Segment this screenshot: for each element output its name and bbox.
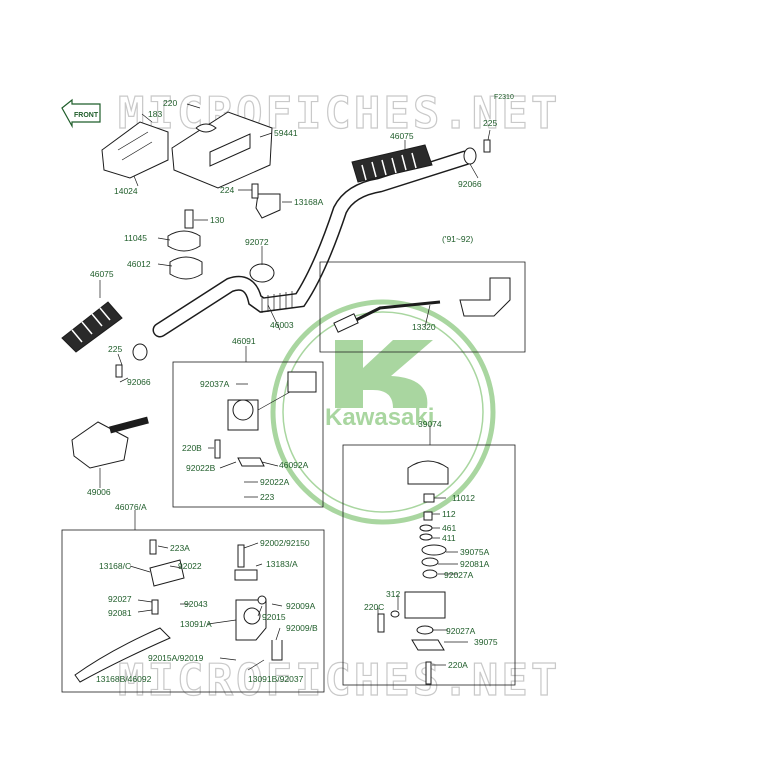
- reservoir-cap-39074: [407, 460, 449, 485]
- label-13183: 13183/A: [266, 559, 298, 569]
- clutch-lever-box: [61, 529, 325, 693]
- label-225-left: 225: [108, 344, 122, 354]
- label-220C: 220C: [364, 602, 384, 612]
- label-46003: 46003: [270, 320, 294, 330]
- watermark-top: MICROFICHES.NET: [118, 88, 560, 139]
- throttle-cable-13320: [333, 277, 511, 333]
- front-arrow-icon: FRONT: [61, 98, 101, 129]
- label-46092A: 46092A: [279, 460, 309, 470]
- label-92081: 92081: [108, 608, 132, 618]
- label-92015A-92019: 92015A/92019: [148, 653, 204, 663]
- label-13168A: 13168A: [294, 197, 324, 207]
- clamp-92072: [249, 263, 275, 283]
- label-92066-left: 92066: [127, 377, 151, 387]
- label-39075A: 39075A: [460, 547, 490, 557]
- label-461: 461: [442, 523, 456, 533]
- clutch-lever: [74, 539, 185, 683]
- holder-46012: [169, 256, 203, 280]
- label-92022: 92022: [178, 561, 202, 571]
- label-46075-left: 46075: [90, 269, 114, 279]
- label-92027: 92027: [108, 594, 132, 604]
- label-411: 411: [442, 533, 456, 543]
- label-92022B: 92022B: [186, 463, 216, 473]
- label-13168B-46092: 13168B/46092: [96, 674, 152, 684]
- handlebar-knurl: [261, 291, 293, 313]
- label-92037A: 92037A: [200, 379, 230, 389]
- label-46012: 46012: [127, 259, 151, 269]
- label-13320: 13320: [412, 322, 436, 332]
- lever-46092A: [237, 457, 265, 467]
- logo-text: Kawasaki: [325, 404, 434, 431]
- holder-bracket: [101, 121, 169, 179]
- label-46076: 46076/A: [115, 502, 147, 512]
- label-92072: 92072: [245, 237, 269, 247]
- figure-code: F2310: [494, 94, 514, 101]
- end-cap-left: [132, 343, 148, 361]
- label-112: 112: [442, 509, 456, 519]
- label-14024: 14024: [114, 186, 138, 196]
- label-223: 223: [260, 492, 274, 502]
- label-13091: 13091/A: [180, 619, 212, 629]
- lever-guard-49006: [71, 416, 149, 469]
- brake-lever-box: [342, 444, 516, 686]
- bolt-225-right: [483, 139, 491, 153]
- label-39074: 39074: [418, 419, 442, 429]
- kawasaki-logo: Kawasaki: [270, 299, 496, 525]
- label-92022A: 92022A: [260, 477, 290, 487]
- label-46091: 46091: [232, 336, 256, 346]
- label-312: 312: [386, 589, 400, 599]
- label-92081A: 92081A: [460, 559, 490, 569]
- label-220A: 220A: [448, 660, 468, 670]
- label-11012: 11012: [452, 493, 475, 503]
- lever-13168A: [255, 193, 281, 219]
- label-92009B: 92009/B: [286, 623, 318, 633]
- part-labels: 220 183 59441 14024 224 13168A 130 11045…: [87, 98, 498, 684]
- screw-220B: [214, 439, 221, 459]
- label-year-note: ('91~92): [442, 234, 473, 244]
- label-220: 220: [163, 98, 177, 108]
- bolt-224: [251, 183, 259, 199]
- bolt-225-left: [115, 364, 123, 378]
- label-92015: 92015: [262, 612, 286, 622]
- label-49006: 49006: [87, 487, 111, 497]
- holder-11045: [167, 230, 201, 252]
- label-92002-92150: 92002/92150: [260, 538, 310, 548]
- clutch-holder: [234, 544, 283, 661]
- bolt-130: [184, 209, 194, 229]
- grip-left: [61, 301, 123, 353]
- label-224: 224: [220, 185, 234, 195]
- label-225-right: 225: [483, 118, 497, 128]
- cable-box: [319, 261, 526, 353]
- master-cylinder-parts: [377, 493, 447, 685]
- label-92066-right: 92066: [458, 179, 482, 189]
- leader-lines: [99, 103, 491, 671]
- label-13168C: 13168/C: [99, 561, 131, 571]
- label-92009A: 92009A: [286, 601, 316, 611]
- grip-right: [351, 144, 433, 183]
- label-220B: 220B: [182, 443, 202, 453]
- holder-cover: [171, 111, 273, 189]
- front-arrow-label: FRONT: [74, 112, 99, 119]
- label-59441: 59441: [274, 128, 298, 138]
- label-223A: 223A: [170, 543, 190, 553]
- end-cap-right: [463, 147, 477, 165]
- label-39075: 39075: [474, 637, 498, 647]
- label-46075-right: 46075: [390, 131, 414, 141]
- watermark-bottom: MICROFICHES.NET: [118, 655, 560, 706]
- label-92043: 92043: [184, 599, 208, 609]
- label-11045: 11045: [124, 233, 147, 243]
- label-130: 130: [210, 215, 224, 225]
- label-92027A-bottom: 92027A: [446, 626, 476, 636]
- label-183: 183: [148, 109, 162, 119]
- switch-box: [172, 361, 324, 508]
- label-92027A-top: 92027A: [444, 570, 474, 580]
- switch-housing: [227, 371, 317, 431]
- label-13091B-92037: 13091B/92037: [248, 674, 304, 684]
